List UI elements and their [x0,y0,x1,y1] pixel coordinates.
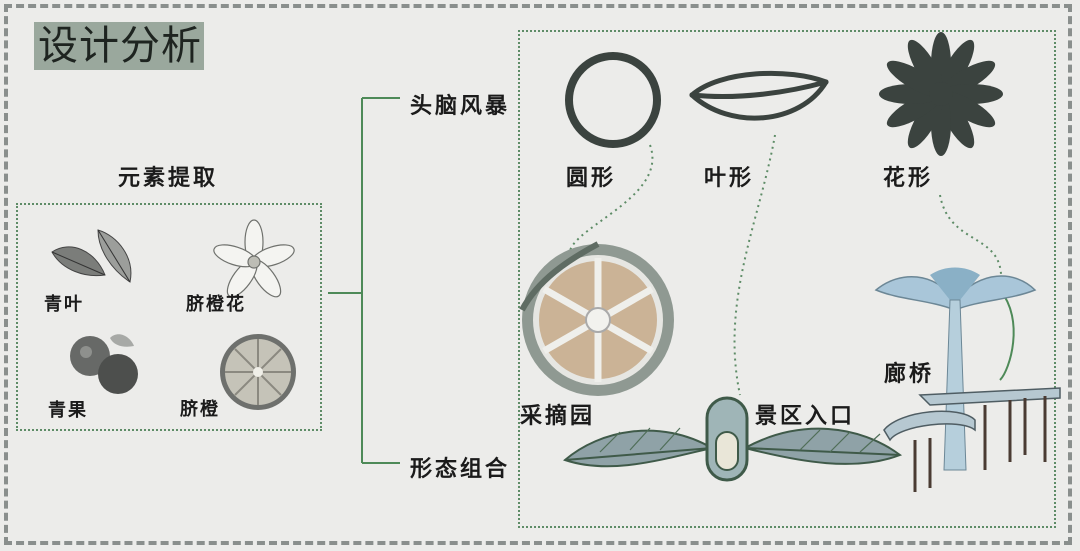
orange-blossom-label: 脐橙花 [186,294,246,315]
flower-shape-icon [879,32,1003,156]
leaf-shape-icon [689,70,829,121]
orange-blossom-image [213,219,295,298]
scenic-entrance-label: 景区入口 [755,404,856,429]
scenic-entrance-render [563,396,903,482]
circle-shape-icon [565,52,661,148]
picking-garden-render [519,241,674,396]
green-fruit-label: 青果 [48,400,88,421]
combination-label: 形态组合 [410,457,511,482]
canopy-link-solid [999,289,1015,381]
element-extraction-heading: 元素提取 [118,166,219,191]
leaf-shape-label: 叶形 [704,166,755,191]
green-leaf-label: 青叶 [44,294,84,315]
picking-garden-label: 采摘园 [520,404,596,429]
flower-shape-label: 花形 [883,166,934,191]
element-extraction-box [16,203,322,431]
shape-to-outcome-links [568,134,1003,396]
green-leaf-image [51,229,132,283]
page-title: 设计分析 [38,23,202,69]
navel-orange-label: 脐橙 [180,399,220,420]
corridor-bridge-render [874,267,1061,492]
brainstorm-label: 头脑风暴 [410,94,511,119]
design-outcomes-box [518,30,1056,528]
circle-shape-label: 圆形 [566,166,617,191]
dashed-frame [4,4,1072,545]
corridor-bridge-label: 廊桥 [884,362,935,387]
orange-slice-image [220,334,296,410]
green-fruit-image [70,334,138,394]
branch-connector [328,97,400,464]
title-highlight [34,22,204,70]
